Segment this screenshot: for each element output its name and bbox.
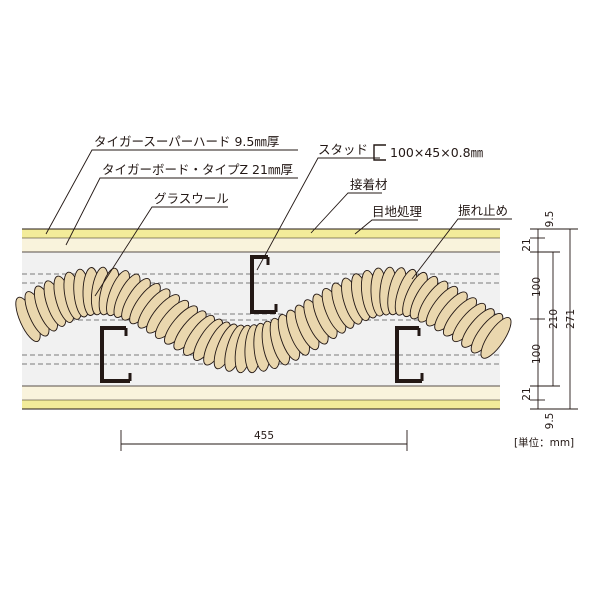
label-stud: スタッド — [318, 142, 368, 157]
leader-joint-material — [310, 192, 382, 234]
dimension-bottom-inner: 21 — [521, 387, 533, 400]
dimension-cavity-lower: 100 — [531, 344, 543, 364]
dimension-right — [530, 228, 578, 410]
leader-anti-vibration — [411, 218, 512, 280]
glass-wool — [15, 266, 512, 374]
dimension-top-outer: 9.5 — [544, 211, 556, 228]
inner-board-bottom — [22, 386, 500, 400]
dimension-spacing: 455 — [120, 430, 408, 451]
dimension-total: 271 — [565, 309, 577, 329]
label-stud-size: 100×45×0.8㎜ — [390, 145, 484, 160]
leader-tiger-board — [65, 177, 298, 246]
dimension-cavity-upper: 100 — [531, 277, 543, 297]
stud-center — [250, 255, 278, 314]
label-joint-material: 接着材 — [350, 177, 388, 192]
label-tiger-board: タイガーボード・タイプZ 21㎜厚 — [102, 162, 293, 177]
outer-board-bottom — [22, 400, 500, 409]
stud-left — [100, 326, 132, 383]
label-glass-wool: グラスウール — [154, 191, 229, 206]
label-tiger-super-hard: タイガースーパーハード 9.5㎜厚 — [94, 134, 279, 149]
unit-note: [単位：mm] — [514, 436, 574, 449]
leader-joint-treatment — [354, 219, 418, 235]
label-anti-vibration: 振れ止め — [458, 203, 508, 218]
stud-c-symbol-icon — [373, 144, 386, 161]
label-joint-treatment: 目地処理 — [372, 204, 423, 219]
stud-right — [395, 326, 424, 383]
dimension-spacing-value: 455 — [254, 430, 274, 442]
leader-lines — [45, 149, 512, 297]
dimension-top-inner: 21 — [521, 238, 533, 251]
leader-glass-wool — [94, 206, 228, 297]
outer-board-top — [22, 229, 500, 238]
inner-board-top — [22, 238, 500, 252]
leader-tiger-super-hard — [45, 149, 298, 235]
leader-stud — [256, 157, 380, 271]
glass-wool-coil — [480, 317, 512, 359]
dimension-bottom-outer: 9.5 — [544, 413, 556, 430]
dimension-sub-total: 210 — [548, 309, 560, 329]
